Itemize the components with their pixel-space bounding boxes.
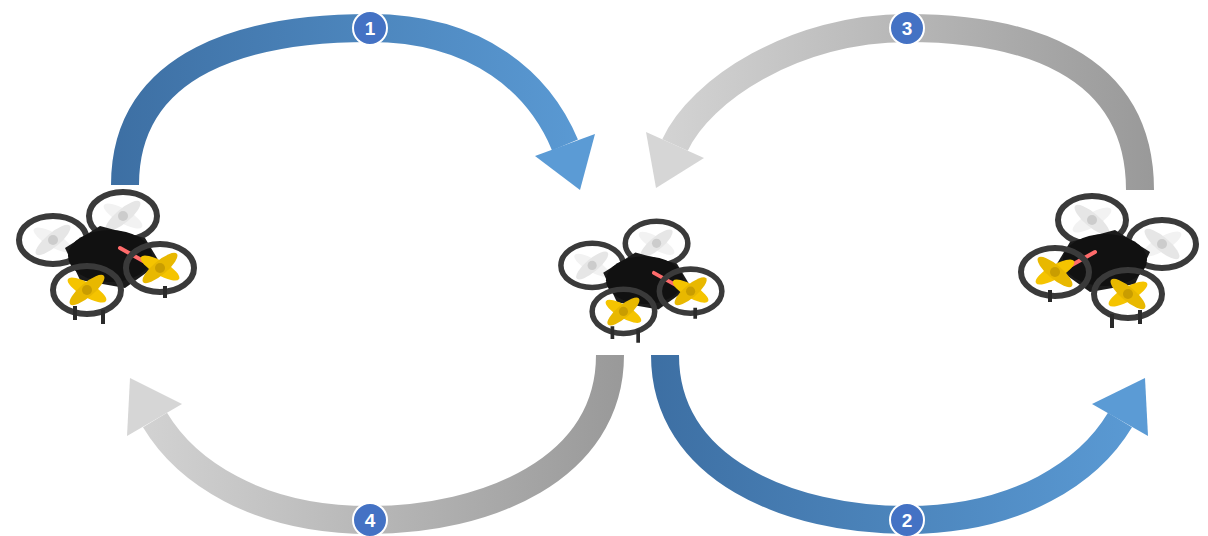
callout-circle: 1 [352, 10, 388, 46]
callout-circle: 2 [889, 502, 925, 536]
arrow-head [535, 134, 595, 190]
curved-arrow [125, 28, 565, 185]
curved-arrow [665, 355, 1120, 520]
drone-picture [19, 192, 194, 324]
callout-number: 3 [902, 19, 913, 38]
curved-arrow [675, 28, 1140, 190]
arrow-head [127, 378, 182, 436]
callout-number: 1 [365, 19, 376, 38]
callout-number: 2 [902, 511, 913, 530]
drone-picture [561, 221, 722, 342]
drone-picture [1021, 196, 1196, 328]
callout-circle: 4 [352, 502, 388, 536]
callout-number: 4 [365, 511, 376, 530]
callout-circle: 3 [889, 10, 925, 46]
curved-arrow [155, 355, 610, 520]
arrow-head [1092, 378, 1148, 436]
arrow-head [646, 132, 704, 188]
